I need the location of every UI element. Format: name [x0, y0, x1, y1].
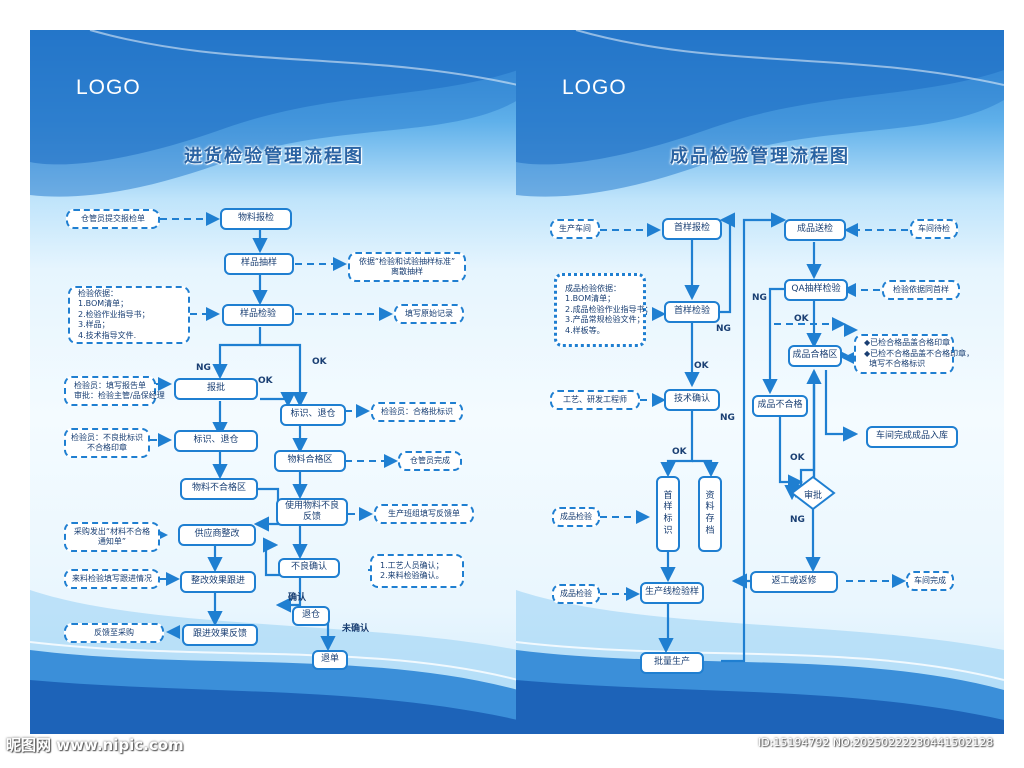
box-first-inspect: 首样检验 [664, 301, 720, 323]
logo-right: LOGO [562, 76, 627, 99]
banner-wave-decoration-right [516, 30, 1004, 734]
box-review: 审批 [804, 491, 823, 501]
flow-connectors-right [600, 212, 908, 663]
box-first-label: 首样标识 [656, 476, 680, 552]
box-rework: 返工或返修 [750, 571, 838, 593]
box-use-feedback: 使用物料不良 反馈 [276, 498, 348, 526]
box-sampling: 样品抽样 [224, 253, 294, 275]
box-mass-produce: 批量生产 [640, 652, 704, 674]
note-warehouse-submit: 仓管员提交报检单 [66, 209, 160, 229]
box-return-goods: 退单 [312, 650, 348, 670]
box-send-inspect: 成品送检 [784, 219, 846, 241]
box-defect-confirm: 不良确认 [278, 558, 340, 578]
watermark-site: 昵图网 www.nipic.com [6, 736, 184, 754]
label-ok-qa: OK [794, 314, 809, 324]
box-product-qualified: 成品合格区 [788, 345, 842, 367]
left-poster-panel: LOGO 进货检验管理流程图 [30, 30, 518, 734]
logo: LOGO [76, 76, 141, 99]
label-ng-first: NG [716, 324, 731, 334]
note-confirm: 1.工艺人员确认； 2.来料检验确认。 [370, 554, 464, 588]
box-tech-confirm: 技术确认 [664, 389, 720, 411]
note-inspect-basis: 成品检验依据： 1.BOM清单； 2.成品检验作业指导书； 3.产品常规检验文件… [554, 273, 653, 347]
box-qa-sampling: QA抽样检验 [784, 279, 848, 301]
note-workshop-done: 车间完成 [906, 571, 954, 591]
note-product-inspect-2: 成品检验 [552, 584, 600, 604]
note-stamp: ◆已检合格品盖合格印章 ◆已检不合格品盖不合格印章， 填写不合格标识 [854, 334, 974, 374]
page-title: 进货检验管理流程图 [184, 146, 364, 167]
note-fill-record: 填写原始记录 [394, 304, 464, 324]
note-engineer: 工艺、研发工程师 [550, 390, 640, 410]
box-supplier-fix: 供应商整改 [178, 524, 256, 546]
box-line-inspect: 生产线检验样 [640, 582, 704, 604]
note-product-inspect-1: 成品检验 [552, 507, 600, 527]
box-label-return-ng: 标识、退仓 [174, 430, 258, 452]
label-ng-tech: NG [720, 413, 735, 423]
label-ng-qa: NG [752, 293, 767, 303]
label-ok-tech: OK [672, 447, 687, 457]
note-qa-basis: 检验依据同首样 [882, 280, 960, 300]
note-store-done: 仓管员完成 [398, 451, 462, 471]
box-data-archive: 资料存档 [698, 476, 722, 552]
page-title-right: 成品检验管理流程图 [670, 146, 850, 167]
box-material-report: 物料报检 [220, 208, 292, 230]
label-ng: NG [196, 363, 211, 373]
note-qual-mark: 检验员：合格批标识 [371, 402, 463, 422]
label-ok-review: OK [790, 453, 805, 463]
note-purchase: 采购发出“材料不合格 通知单” [64, 522, 160, 552]
note-sampling-basis: 依据“检验和试验抽样标准” 离散抽样 [348, 252, 466, 282]
note-inspect-basis: 检验依据： 1.BOM清单； 2.检验作业指导书； 3.样品； 4.技术指导文件… [68, 286, 190, 344]
box-return-store: 退仓 [292, 606, 330, 626]
box-label-return-ok: 标识、退仓 [280, 404, 346, 426]
box-first-report: 首样报检 [662, 218, 722, 240]
box-effect-track: 整改效果跟进 [180, 571, 256, 593]
box-workshop-store: 车间完成成品入库 [866, 426, 958, 448]
note-workshop-wait: 车间待检 [910, 219, 958, 239]
note-workshop: 生产车间 [550, 219, 600, 239]
box-approve: 报批 [174, 378, 258, 400]
box-qualified-area: 物料合格区 [274, 450, 346, 472]
label-ok-first: OK [694, 361, 709, 371]
note-report: 检验员：填写报告单 审批：检验主管/品保经理 [64, 376, 165, 406]
label-confirm: 确认 [288, 593, 307, 603]
note-track: 来料检验填写跟进情况 [64, 569, 160, 589]
box-product-nonconforming: 成品不合格 [752, 395, 808, 417]
box-nonconforming-area: 物料不合格区 [180, 478, 258, 500]
watermark-id: ID:15194792 NO:20250222230441502128 [758, 736, 994, 749]
label-not-confirm: 未确认 [342, 624, 370, 634]
label-ok: OK [312, 357, 327, 367]
note-nonconf: 检验员：不良批标识 不合格印章 [64, 428, 150, 458]
note-to-purchase: 反馈至采购 [64, 623, 164, 643]
box-sample-inspect: 样品检验 [222, 304, 294, 326]
right-poster-panel: LOGO 成品检验管理流程图 [516, 30, 1004, 734]
label-ok-2: OK [258, 376, 273, 386]
box-feedback-track: 跟进效果反馈 [182, 624, 258, 646]
review-diamond [790, 475, 836, 511]
label-ng-review: NG [790, 515, 805, 525]
note-line-feedback: 生产班组填写反馈单 [374, 504, 474, 524]
